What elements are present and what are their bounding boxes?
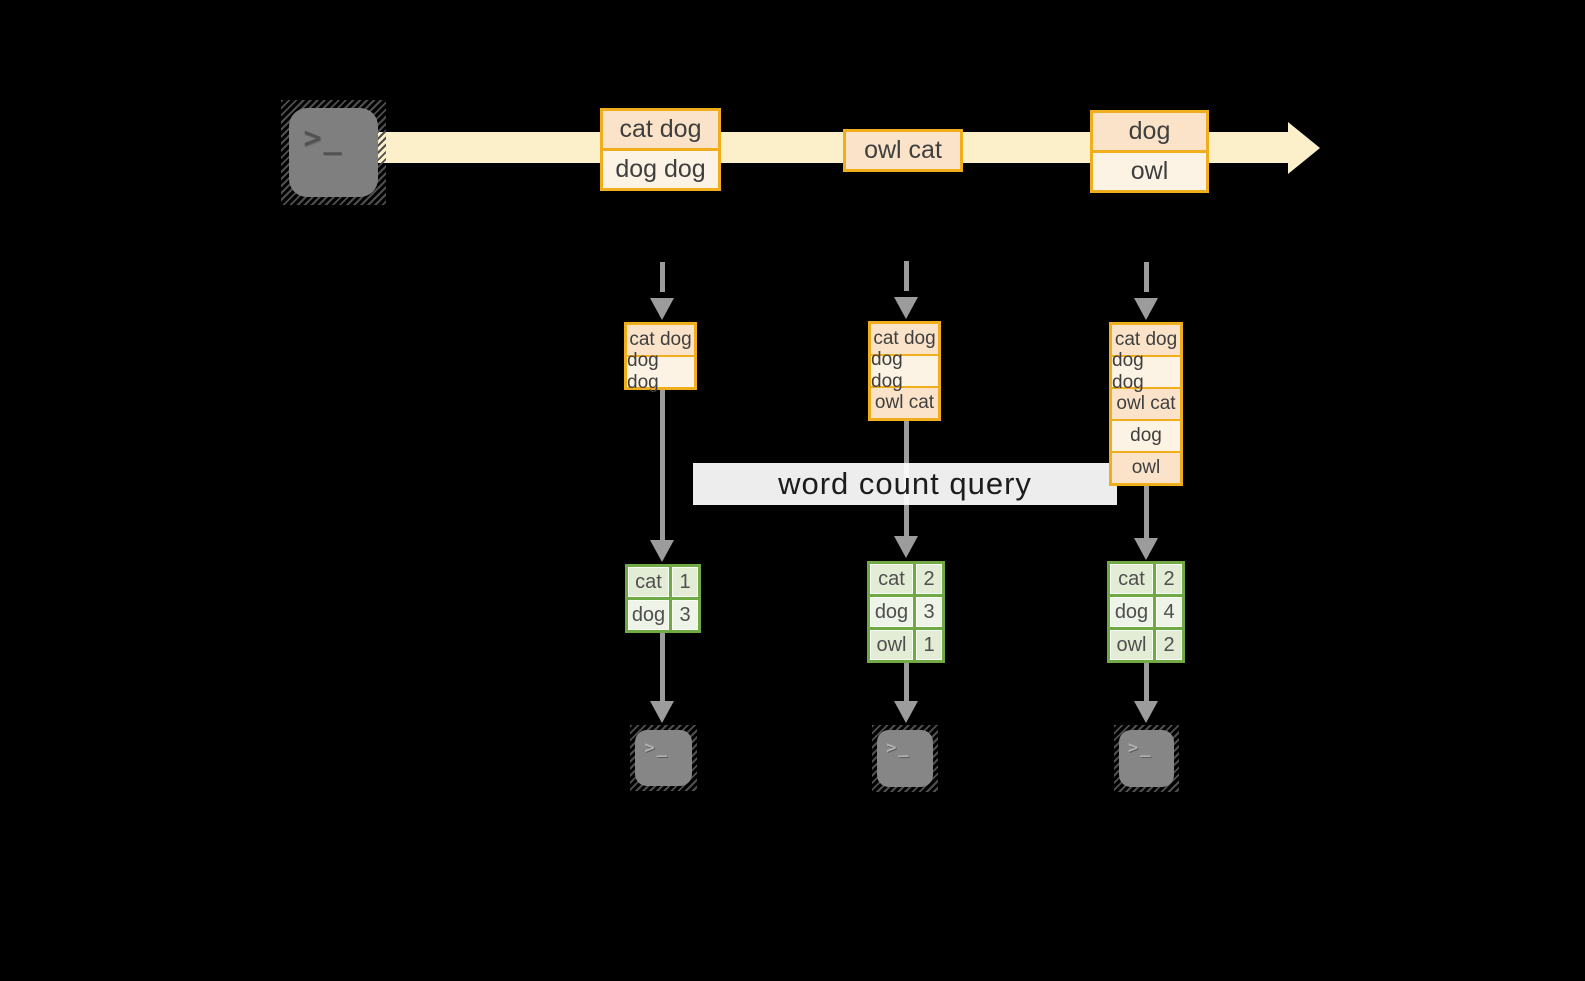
source-terminal-icon: >_ <box>281 100 386 205</box>
event-row: owl cat <box>846 132 960 169</box>
down-arrow-head-icon <box>650 540 674 562</box>
window-row: owl <box>1112 451 1180 483</box>
table-word-cell: dog <box>628 600 669 630</box>
sink-terminal-icon-2: >_ <box>872 725 938 792</box>
down-arrow-head-icon <box>1134 538 1158 560</box>
window-row: owl cat <box>1112 387 1180 419</box>
table-count-cell: 4 <box>1156 597 1182 627</box>
table-count-cell: 2 <box>1156 564 1182 594</box>
window-row: cat dog <box>1112 325 1180 355</box>
dashed-arrow-line <box>660 262 665 292</box>
table-word-cell: cat <box>628 567 669 597</box>
table-count-cell: 2 <box>1156 630 1182 660</box>
dashed-arrow-head-icon <box>650 298 674 320</box>
table-count-cell: 1 <box>672 567 698 597</box>
stream-window-box-2: cat dog dog dog owl cat <box>868 321 941 421</box>
window-row: cat dog <box>871 324 938 354</box>
table-count-cell: 3 <box>672 600 698 630</box>
event-box-1: cat dog dog dog <box>600 108 721 191</box>
down-arrow-line <box>904 657 909 701</box>
table-count-cell: 2 <box>916 564 942 594</box>
event-row: cat dog <box>603 111 718 148</box>
window-row: dog dog <box>627 350 694 393</box>
table-word-cell: dog <box>870 597 913 627</box>
down-arrow-line <box>660 388 665 540</box>
dashed-arrow-head-icon <box>1134 298 1158 320</box>
word-count-table-3: cat 2 dog 4 owl 2 <box>1107 561 1185 663</box>
word-count-table-2: cat 2 dog 3 owl 1 <box>867 561 945 663</box>
table-count-cell: 3 <box>916 597 942 627</box>
window-row: dog <box>1112 419 1180 451</box>
table-word-cell: cat <box>870 564 913 594</box>
table-word-cell: dog <box>1110 597 1153 627</box>
sink-terminal-icon-1: >_ <box>630 725 697 791</box>
table-word-cell: cat <box>1110 564 1153 594</box>
terminal-prompt-icon: >_ <box>886 738 911 759</box>
table-word-cell: owl <box>1110 630 1153 660</box>
down-arrow-head-icon <box>894 701 918 723</box>
terminal-prompt-icon: >_ <box>644 738 669 759</box>
terminal-prompt-icon: >_ <box>1127 738 1153 759</box>
event-row: dog dog <box>603 148 718 188</box>
window-row: cat dog <box>627 325 694 355</box>
dashed-arrow-head-icon <box>894 297 918 319</box>
event-box-3: dog owl <box>1090 110 1209 193</box>
terminal-body: >_ <box>877 730 933 787</box>
event-row: dog <box>1093 113 1206 150</box>
down-arrow-line <box>1144 657 1149 701</box>
terminal-body: >_ <box>289 108 378 197</box>
stream-arrowhead-icon <box>1288 122 1320 174</box>
table-count-cell: 1 <box>916 630 942 660</box>
dashed-arrow-line <box>904 261 909 291</box>
down-arrow-line <box>1144 482 1149 538</box>
window-row: dog dog <box>871 349 938 392</box>
table-word-cell: owl <box>870 630 913 660</box>
event-row: owl <box>1093 150 1206 190</box>
down-arrow-line <box>660 629 665 701</box>
dashed-arrow-line <box>1144 262 1149 292</box>
down-arrow-head-icon <box>894 536 918 558</box>
word-count-table-1: cat 1 dog 3 <box>625 564 701 633</box>
window-row: dog dog <box>1112 350 1180 393</box>
event-box-2: owl cat <box>843 129 963 172</box>
query-banner-label: word count query <box>778 466 1032 501</box>
stream-window-box-1: cat dog dog dog <box>624 322 697 393</box>
window-row: owl cat <box>871 386 938 418</box>
sink-terminal-icon-3: >_ <box>1114 725 1179 792</box>
terminal-body: >_ <box>1119 730 1174 787</box>
down-arrow-head-icon <box>650 701 674 723</box>
terminal-prompt-icon: >_ <box>303 120 344 156</box>
down-arrow-head-icon <box>1134 701 1158 723</box>
stream-window-box-3: cat dog dog dog owl cat dog owl <box>1109 322 1183 486</box>
query-banner: word count query <box>693 463 1117 505</box>
terminal-body: >_ <box>635 730 692 786</box>
